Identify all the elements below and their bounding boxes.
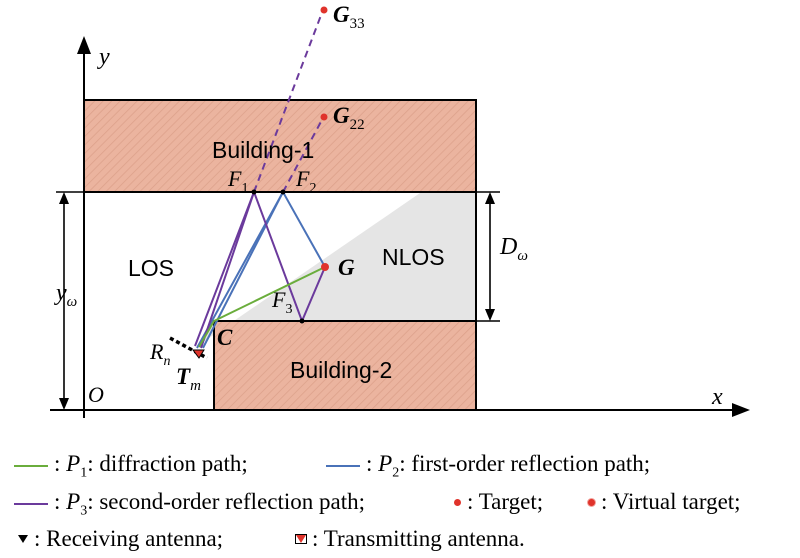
legend-target-text: : Target; <box>467 489 544 514</box>
legend-item-rx: : Receiving antenna; <box>18 526 223 552</box>
legend-item-p3: : P3: second-order reflection path; <box>14 489 365 520</box>
y-omega-label: yω <box>54 280 77 310</box>
virtual-target-g22 <box>320 113 328 121</box>
virtual-target-dot-icon <box>588 498 595 506</box>
legend-p1-text: : P1: diffraction path; <box>54 451 248 481</box>
transmitting-antenna-icon <box>295 534 307 544</box>
point-label-c: C <box>217 325 233 350</box>
reflection-point-f2 <box>280 189 286 195</box>
point-label-f1: F1 <box>227 166 248 196</box>
legend-p3-text: : P3: second-order reflection path; <box>54 489 365 519</box>
reflection-point-f1 <box>251 189 257 195</box>
transmitting-antenna <box>192 349 205 359</box>
point-label-g33: G33 <box>333 2 365 32</box>
path-p3-return <box>200 191 255 349</box>
point-label-f2: F2 <box>295 166 316 196</box>
legend-line-green <box>14 465 48 468</box>
y-axis-arrow <box>77 36 91 54</box>
legend-tx-text: : Transmitting antenna. <box>312 526 525 551</box>
antenna-label-rn: Rn <box>149 339 170 369</box>
path-p1-diffraction <box>198 266 326 348</box>
nlos-region <box>196 193 476 347</box>
point-label-g22: G22 <box>333 103 365 133</box>
reflection-point-f3 <box>299 318 305 324</box>
d-omega-arrow-bottom <box>485 309 495 321</box>
legend-item-target: : Target; <box>454 489 543 515</box>
virtual-path-g33 <box>253 9 324 193</box>
receiving-antenna-icon <box>18 535 28 543</box>
target-dot-icon <box>454 498 461 506</box>
x-axis-arrow <box>732 403 750 417</box>
building-2 <box>213 320 477 411</box>
point-label-f3: F3 <box>271 287 292 317</box>
path-p2-return <box>202 191 284 349</box>
legend-rx-text: : Receiving antenna; <box>34 526 224 551</box>
legend-item-tx: : Transmitting antenna. <box>295 526 525 552</box>
antenna-label-tm: Tm <box>176 364 201 394</box>
y-omega-arrow-top <box>59 192 69 204</box>
los-label: LOS <box>128 255 174 281</box>
virtual-path-g22 <box>282 117 324 193</box>
point-label-g: G <box>338 255 355 280</box>
axis-label-x: x <box>711 384 723 410</box>
building-2-label: Building-2 <box>290 357 392 383</box>
nlos-label: NLOS <box>382 244 445 270</box>
d-omega-arrow-top <box>485 192 495 204</box>
origin-label: O <box>88 382 104 407</box>
legend-item-virtual: : Virtual target; <box>588 489 741 515</box>
path-p3-second-order <box>194 189 326 347</box>
legend-item-p2: : P2: first-order reflection path; <box>326 451 650 482</box>
legend-line-purple <box>14 503 48 506</box>
legend-virtual-text: : Virtual target; <box>601 489 741 514</box>
target-g <box>321 263 329 271</box>
legend-item-p1: : P1: diffraction path; <box>14 451 248 482</box>
axis-label-y: y <box>97 44 110 70</box>
y-omega-arrow-bottom <box>59 398 69 410</box>
legend-p2-text: : P2: first-order reflection path; <box>366 451 651 481</box>
virtual-target-g33 <box>320 6 328 14</box>
legend-line-blue <box>326 465 360 468</box>
d-omega-label: Dω <box>499 234 528 264</box>
building-1-label: Building-1 <box>212 137 314 163</box>
